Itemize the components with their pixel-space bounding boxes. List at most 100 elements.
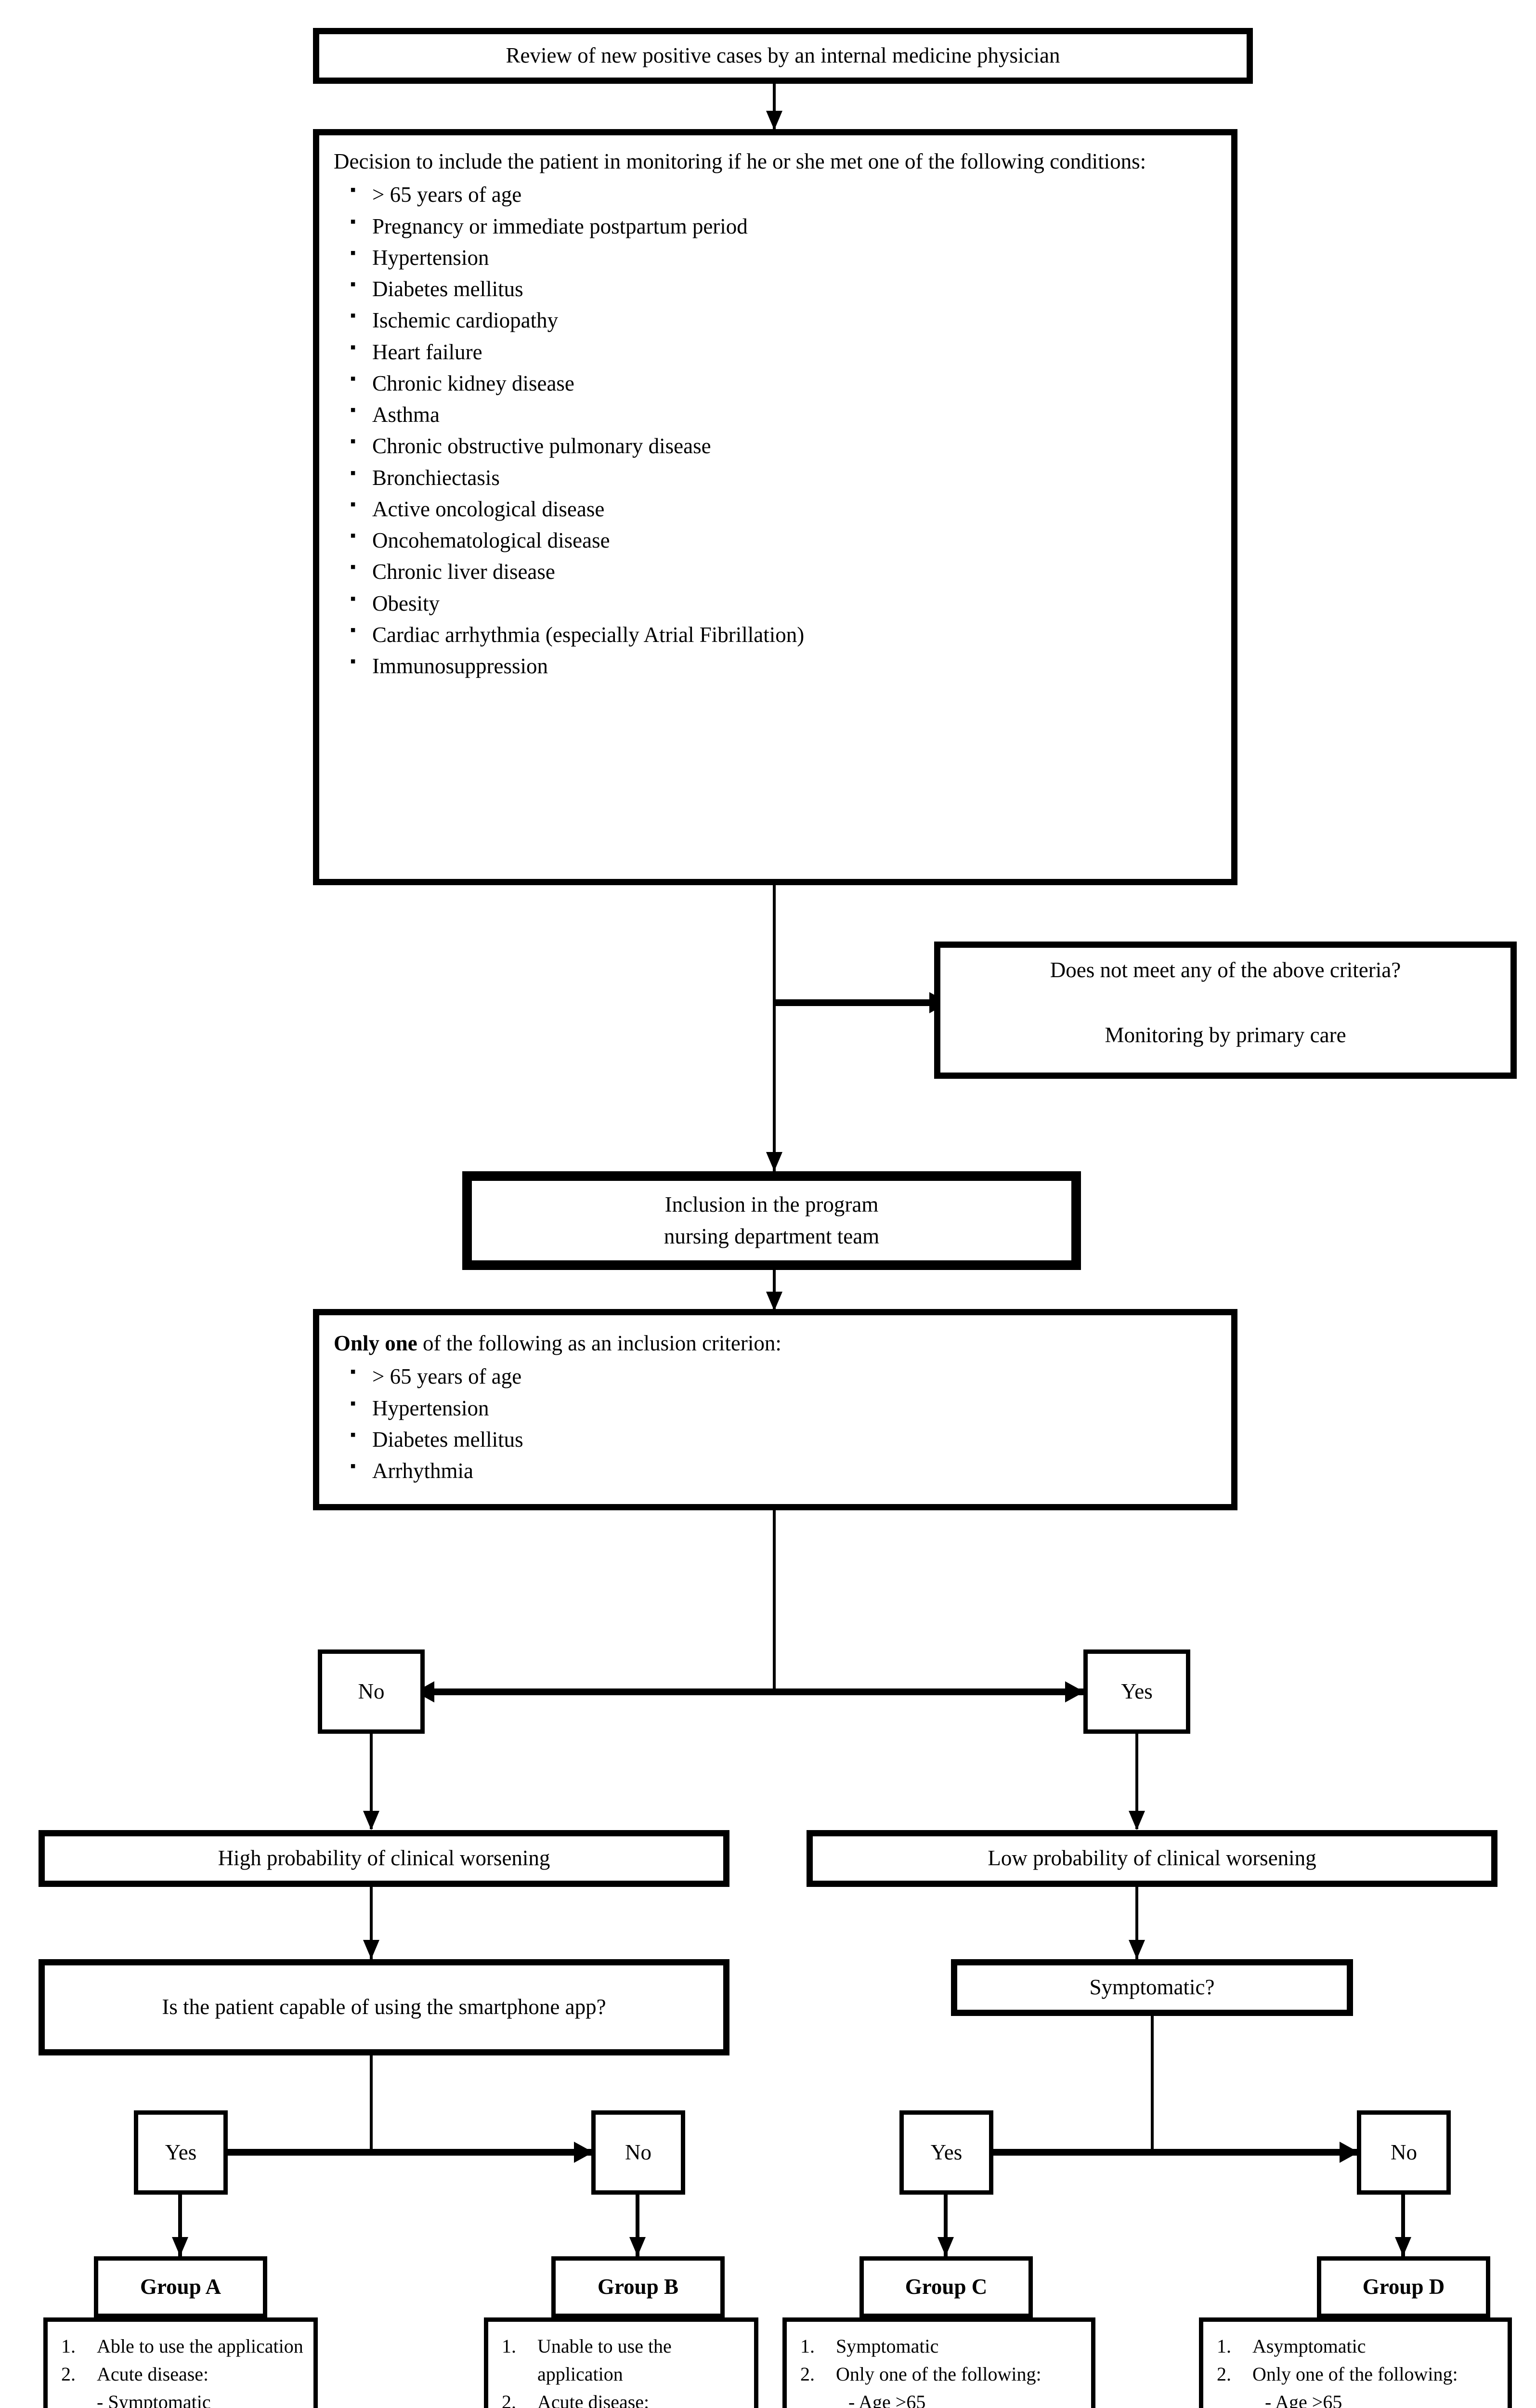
connector-review-to-decision <box>773 84 776 131</box>
group-header-d-label: Group D <box>1362 2275 1445 2299</box>
list-item: Only one of the following: - Age >65 - H… <box>1208 2360 1503 2408</box>
node-symptomatic-question: Symptomatic? <box>951 1959 1353 2016</box>
connector-to-no-criteria <box>776 999 935 1006</box>
group-detail-a-item-1: Able to use the application <box>97 2335 303 2357</box>
list-item: Pregnancy or immediate postpartum period <box>350 209 1217 242</box>
arrowhead-right-leaf-no <box>1340 2142 1359 2163</box>
arrowhead-groupA <box>172 2237 188 2256</box>
list-item: Heart failure <box>350 335 1217 368</box>
connector-noD-to-groupD <box>1401 2195 1405 2256</box>
list-item: Immunosuppression <box>350 650 1217 682</box>
node-only-one-criterion: Only one of the following as an inclusio… <box>313 1309 1237 1510</box>
group-detail-d: Asymptomatic Only one of the following: … <box>1199 2317 1512 2408</box>
arrowhead-groupD <box>1395 2237 1411 2256</box>
node-high-probability-label: High probability of clinical worsening <box>218 1846 550 1871</box>
list-item: Acute disease: - Symptomatic - Less than… <box>493 2388 749 2408</box>
node-inclusion-program-line2: nursing department team <box>664 1224 880 1248</box>
connector-right-leaf-horizontal <box>910 2149 1358 2156</box>
node-review: Review of new positive cases by an inter… <box>313 28 1253 84</box>
node-low-probability: Low probability of clinical worsening <box>807 1830 1497 1887</box>
list-item: Chronic obstructive pulmonary disease <box>350 430 1217 462</box>
arrowhead-inclusion-to-onlyone <box>766 1292 782 1311</box>
group-detail-c-item-1: Symptomatic <box>836 2335 939 2357</box>
group-detail-c: Symptomatic Only one of the following: -… <box>782 2317 1095 2408</box>
branch-yes-label: Yes <box>1121 1679 1153 1703</box>
group-detail-b-item-2: Acute disease: <box>537 2391 650 2408</box>
connector-yesC-to-groupC <box>944 2195 948 2256</box>
list-item: Asymptomatic <box>1208 2332 1503 2360</box>
node-low-probability-label: Low probability of clinical worsening <box>988 1846 1316 1871</box>
group-header-b: Group B <box>551 2256 725 2318</box>
connector-left-leaf-horizontal <box>144 2149 592 2156</box>
node-no-criteria-line2: Monitoring by primary care <box>1105 1023 1346 1047</box>
list-item: Asthma <box>350 398 1217 431</box>
list-item: > 65 years of age <box>350 178 1217 210</box>
node-inclusion-criteria: Decision to include the patient in monit… <box>313 129 1237 885</box>
list-item: Arrhythmia <box>350 1454 1217 1487</box>
node-inclusion-program: Inclusion in the program nursing departm… <box>462 1171 1081 1270</box>
list-item: Hypertension <box>350 1391 1217 1424</box>
list-item: Able to use the application <box>52 2332 309 2360</box>
connector-low-prob-to-symptomatic <box>1135 1887 1138 1959</box>
group-detail-a-item-2: Acute disease: <box>97 2363 209 2385</box>
branch-yes-box[interactable]: Yes <box>1083 1649 1190 1734</box>
connector-no-to-high-probability <box>370 1734 373 1829</box>
list-item: Bronchiectasis <box>350 461 1217 494</box>
arrowhead-groupC <box>937 2237 954 2256</box>
connector-app-question-to-leaf-branch <box>370 2055 373 2152</box>
arrowhead-no-to-high-probability <box>363 1811 379 1830</box>
group-detail-a-sub-1: - Symptomatic <box>97 2391 211 2408</box>
node-high-probability: High probability of clinical worsening <box>39 1830 729 1887</box>
group-detail-b-item-1: Unable to use the application <box>537 2335 672 2385</box>
arrowhead-high-prob-to-app-question <box>363 1940 379 1959</box>
arrowhead-review-to-decision <box>766 111 782 130</box>
leaf-branch-yes-right-label: Yes <box>930 2140 963 2164</box>
arrowhead-branch-yes <box>1065 1681 1084 1702</box>
leaf-branch-yes-left[interactable]: Yes <box>134 2110 228 2195</box>
list-item: Obesity <box>350 587 1217 619</box>
node-symptomatic-question-label: Symptomatic? <box>1089 1975 1215 2000</box>
node-only-one-lead: Only one of the following as an inclusio… <box>334 1328 1217 1359</box>
arrowhead-left-leaf-no <box>574 2142 593 2163</box>
connector-decision-to-inclusion <box>773 885 776 1171</box>
group-header-d: Group D <box>1317 2256 1490 2318</box>
connector-symptomatic-to-leaf-branch <box>1151 2016 1154 2152</box>
node-only-one-lead-bold: Only one <box>334 1331 417 1355</box>
list-item: Chronic liver disease <box>350 555 1217 588</box>
list-item: Active oncological disease <box>350 493 1217 525</box>
arrowhead-groupB <box>629 2237 646 2256</box>
group-header-c-label: Group C <box>905 2275 988 2299</box>
connector-yes-to-low-probability <box>1135 1734 1138 1829</box>
list-item: Cardiac arrhythmia (especially Atrial Fi… <box>350 618 1217 651</box>
group-detail-a-list: Able to use the application Acute diseas… <box>52 2332 309 2408</box>
connector-onlyone-to-branch <box>773 1510 776 1692</box>
group-header-a: Group A <box>94 2256 267 2318</box>
arrowhead-low-prob-to-symptomatic <box>1129 1940 1145 1959</box>
branch-no-box[interactable]: No <box>318 1649 425 1734</box>
group-detail-b-list: Unable to use the application Acute dise… <box>493 2332 749 2408</box>
connector-inclusion-to-onlyone <box>773 1270 776 1309</box>
list-item: > 65 years of age <box>350 1360 1217 1392</box>
node-inclusion-criteria-lead: Decision to include the patient in monit… <box>334 149 1146 173</box>
group-detail-a: Able to use the application Acute diseas… <box>43 2317 318 2408</box>
connector-branch-horizontal <box>424 1688 1084 1695</box>
branch-no-label: No <box>358 1679 385 1703</box>
list-item: Diabetes mellitus <box>350 273 1217 305</box>
list-item: Oncohematological disease <box>350 524 1217 556</box>
group-header-b-label: Group B <box>598 2275 678 2299</box>
arrowhead-decision-to-inclusion <box>766 1152 782 1171</box>
group-detail-c-sub-1: - Age >65 <box>848 2391 926 2408</box>
group-detail-c-item-2: Only one of the following: <box>836 2363 1041 2385</box>
group-detail-c-list: Symptomatic Only one of the following: -… <box>792 2332 1086 2408</box>
node-smartphone-question: Is the patient capable of using the smar… <box>39 1959 729 2055</box>
leaf-branch-yes-right[interactable]: Yes <box>899 2110 993 2195</box>
list-item: Chronic kidney disease <box>350 367 1217 399</box>
node-no-criteria-primary-care: Does not meet any of the above criteria?… <box>934 942 1517 1079</box>
leaf-branch-no-right[interactable]: No <box>1357 2110 1451 2195</box>
leaf-branch-no-left-label: No <box>625 2140 651 2164</box>
list-item: Symptomatic <box>792 2332 1086 2360</box>
leaf-branch-no-left[interactable]: No <box>591 2110 685 2195</box>
group-detail-b: Unable to use the application Acute dise… <box>484 2317 758 2408</box>
leaf-branch-no-right-label: No <box>1391 2140 1417 2164</box>
